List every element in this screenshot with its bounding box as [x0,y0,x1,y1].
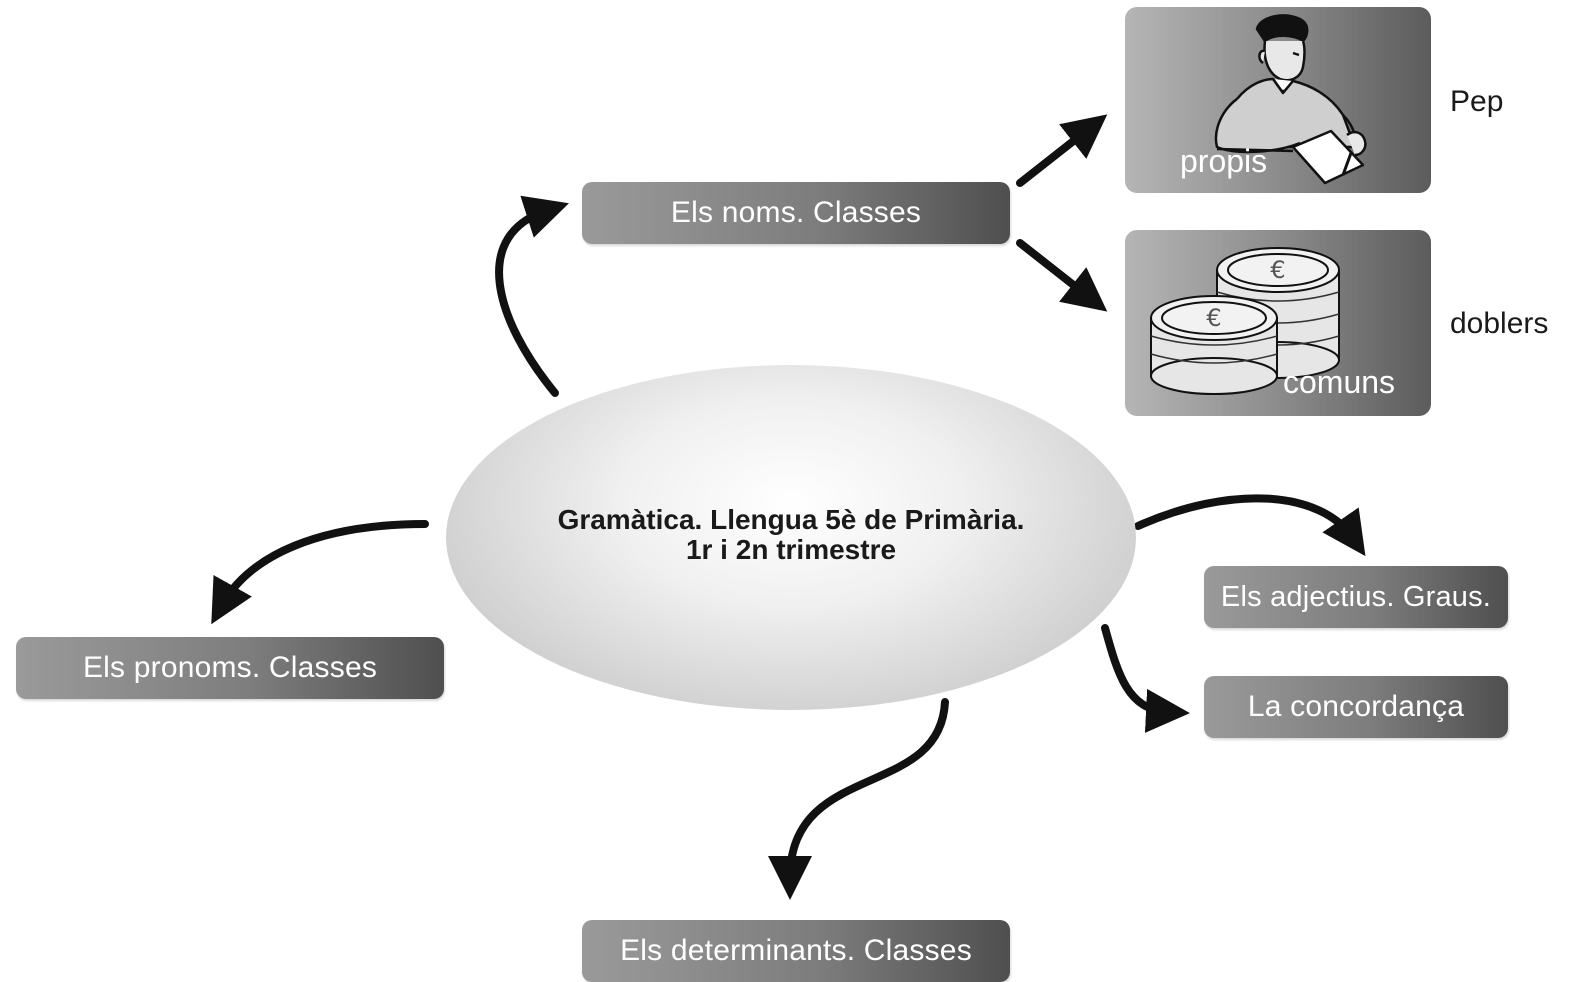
central-topic-ellipse: Gramàtica. Llengua 5è de Primària. 1r i … [446,365,1136,710]
man-writing-icon [1214,14,1367,185]
example-pep: Pep [1450,85,1504,118]
arrow-to-adjectius [1134,494,1366,557]
arrow-to-determinants [768,698,949,900]
panel-propis[interactable]: propis [1125,7,1431,193]
panel-comuns-label: comuns [1283,364,1396,400]
central-topic-line1: Gramàtica. Llengua 5è de Primària. [557,503,1025,535]
topic-determinants[interactable]: Els determinants. Classes [582,920,1010,982]
arrow-to-propis [1016,114,1108,187]
euro-coins-icon: € € [1150,247,1340,395]
topic-pronoms[interactable]: Els pronoms. Classes [16,637,444,699]
panel-propis-label: propis [1180,143,1268,179]
svg-text:€: € [1206,304,1221,332]
panel-comuns[interactable]: € € comuns [1125,230,1431,416]
topic-concordanca[interactable]: La concordança [1204,676,1508,738]
arrow-to-comuns [1016,239,1108,312]
topic-adjectius[interactable]: Els adjectius. Graus. [1204,566,1508,628]
arrow-to-concordanca [1101,624,1190,733]
example-doblers: doblers [1450,307,1549,340]
topic-noms-label: Els noms. Classes [670,196,922,229]
topic-adjectius-label: Els adjectius. Graus. [1220,580,1492,613]
central-topic-line2: 1r i 2n trimestre [685,533,897,565]
svg-text:€: € [1270,256,1285,284]
topic-pronoms-label: Els pronoms. Classes [82,651,378,684]
topic-determinants-label: Els determinants. Classes [620,934,972,967]
arrow-to-pronoms [211,520,429,625]
topic-noms[interactable]: Els noms. Classes [582,182,1010,244]
arrow-to-noms [495,195,569,397]
topic-concordanca-label: La concordança [1247,690,1465,723]
